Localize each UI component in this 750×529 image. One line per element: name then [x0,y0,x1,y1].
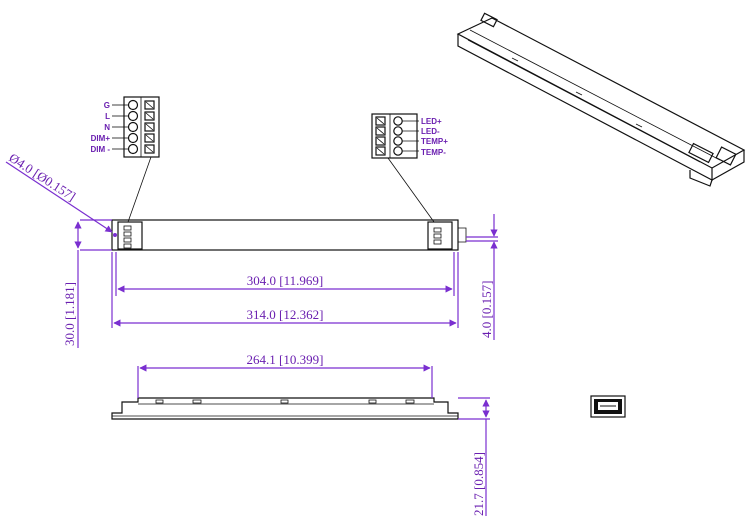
dim-overall-length: 314.0 [12.362] [111,252,459,328]
right-terminal-block: LED+ LED- TEMP+ TEMP- [371,113,448,223]
right-leader-line [387,157,435,223]
pin-label-led-plus: LED+ [421,117,442,126]
end-view [590,395,626,418]
dim-mount-spacing: 304.0 [11.969] [115,252,455,296]
pin-label-g: G [104,101,110,110]
left-leader-line [127,156,152,223]
isometric-view [456,12,746,187]
dim-text-width: 30.0 [1.181] [62,282,77,346]
dim-text-overall-length: 314.0 [12.362] [247,307,324,322]
top-view [111,219,467,251]
pin-label-dim-minus: DIM - [90,145,110,154]
pin-label-dim-plus: DIM+ [91,134,111,143]
pin-label-n: N [104,123,110,132]
pin-label-temp-plus: TEMP+ [421,137,448,146]
dim-text-height: 21.7 [0.854] [471,452,486,516]
pin-label-led-minus: LED- [421,127,440,136]
pin-label-l: L [105,112,110,121]
dim-height: 21.7 [0.854] [458,397,490,516]
dim-text-side-length: 264.1 [10.399] [247,352,324,367]
dim-side-length: 264.1 [10.399] [137,352,433,398]
left-terminal-pins [112,99,155,155]
left-terminal-block: G L N DIM+ DIM - [90,96,160,223]
dim-tab-offset: 4.0 [0.157] [466,214,498,340]
dim-text-hole-diameter: Ø4.0 [Ø0.157] [6,150,78,204]
dim-text-tab-offset: 4.0 [0.157] [479,281,494,338]
dim-width: 30.0 [1.181] [62,219,112,348]
pin-label-temp-minus: TEMP- [421,148,446,157]
right-terminal-pins [375,116,419,156]
mount-hole-left [113,233,117,237]
side-view [111,397,459,420]
dim-text-mount-spacing: 304.0 [11.969] [247,273,323,288]
